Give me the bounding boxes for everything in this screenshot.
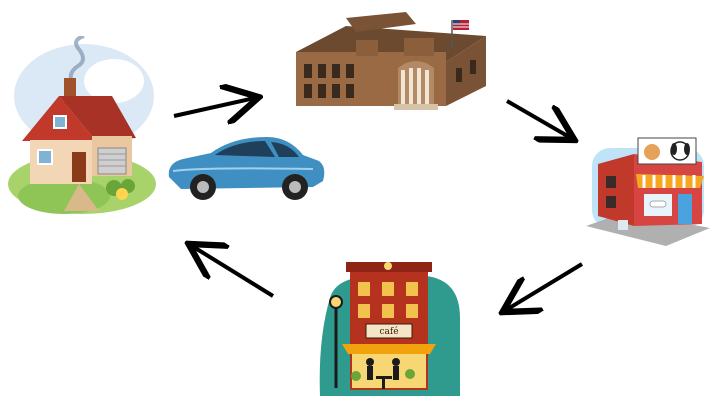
car-icon [163,133,329,201]
cafe-sign: café [379,326,398,337]
house-icon [4,36,160,216]
arrow-house-to-school [174,98,255,116]
arrow-cafe-to-house [192,246,273,296]
school-building-icon [286,8,500,120]
pet-store-icon [584,128,710,248]
arrow-school-to-petstore [507,101,571,138]
cafe-icon: café [316,258,462,396]
arrow-petstore-to-cafe [506,264,582,310]
